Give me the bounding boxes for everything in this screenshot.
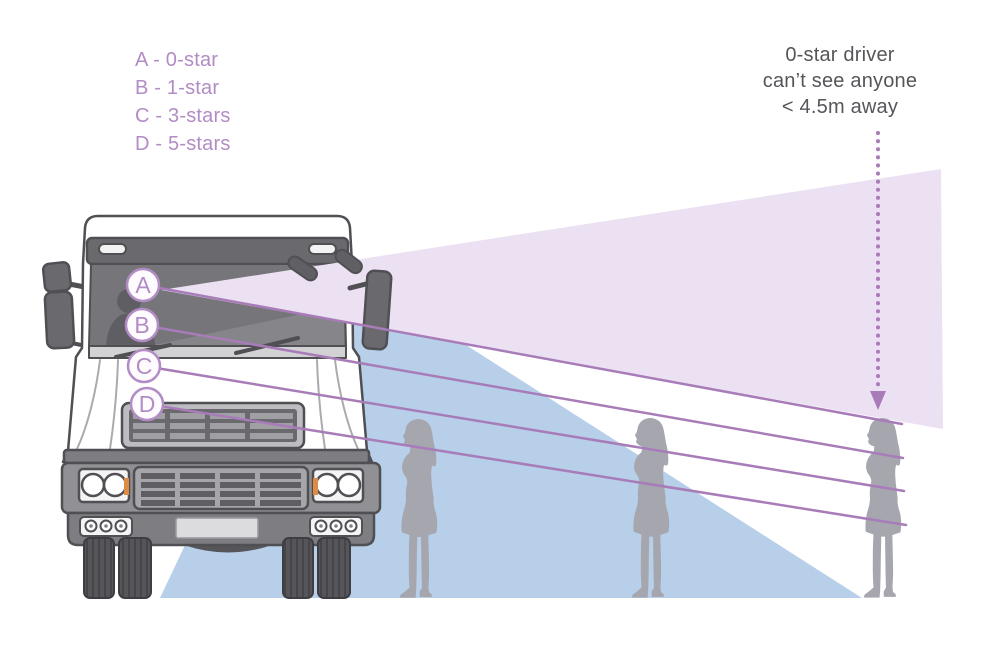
hood-band: [62, 448, 371, 465]
legend-item-c: C - 3-stars: [135, 105, 231, 127]
right-headlight: [311, 467, 365, 504]
right-fog-lights: [309, 516, 363, 537]
sight-line-c: [142, 364, 906, 493]
marker-a-letter: A: [135, 272, 151, 298]
wheels: [83, 537, 351, 599]
marker-b: B: [124, 307, 160, 343]
marker-a: A: [125, 267, 161, 303]
marker-b-letter: B: [134, 312, 149, 338]
roof-marker-light: [98, 243, 127, 255]
sight-line-b: [140, 323, 905, 460]
left-headlight: [77, 467, 131, 504]
annotation-line-1: 0-star driver: [785, 44, 895, 66]
center-grille: [132, 465, 310, 511]
sight-line-d: [145, 402, 908, 527]
legend-item-d: D - 5-stars: [135, 133, 231, 155]
annotation-line-2: can’t see anyone: [762, 70, 918, 92]
legend-item-a: A - 0-star: [135, 49, 219, 71]
upper-grille: [120, 401, 306, 450]
marker-c: C: [126, 348, 162, 384]
marker-d-letter: D: [139, 391, 156, 417]
pedestrian-far: [864, 418, 902, 598]
zero-star-annotation: 0-star driver can’t see anyone < 4.5m aw…: [735, 42, 945, 120]
purple-vision-cone: [161, 169, 943, 429]
left-fog-lights: [79, 516, 133, 537]
sight-line-a: [141, 283, 904, 426]
dotted-arrow-head: [870, 391, 886, 410]
annotation-line-3: < 4.5m away: [781, 96, 899, 118]
marker-d: D: [129, 386, 165, 422]
roof-marker-light: [308, 243, 337, 255]
legend-item-b: B - 1-star: [135, 77, 220, 99]
dotted-arrow: [870, 131, 886, 410]
license-plate: [175, 517, 259, 539]
left-mirror: [41, 261, 98, 350]
star-rating-legend: A - 0-star B - 1-star C - 3-stars D - 5-…: [135, 46, 231, 158]
marker-c-letter: C: [136, 353, 153, 379]
sight-line-markers: A B C D: [124, 267, 165, 422]
hood-creases: [75, 359, 360, 452]
